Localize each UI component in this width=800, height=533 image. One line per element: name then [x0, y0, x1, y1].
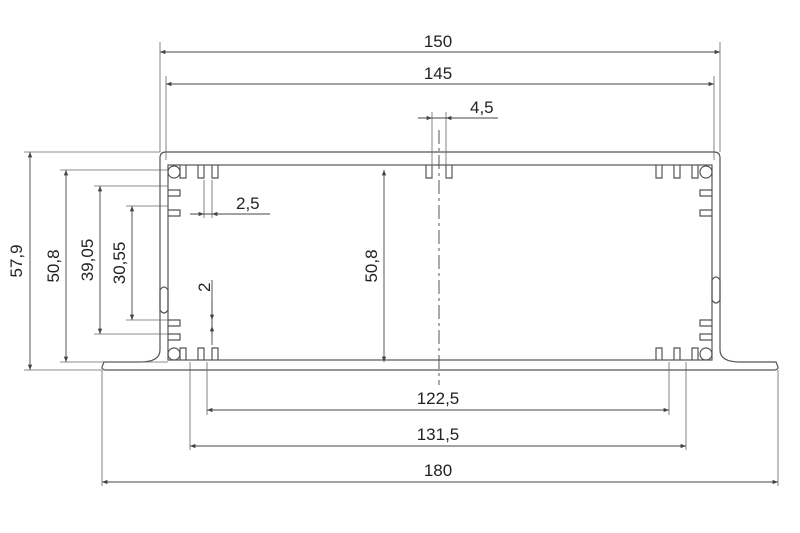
top-slot	[179, 165, 699, 179]
profile-cavity	[167, 164, 713, 361]
label-145: 145	[424, 64, 452, 83]
label-4-5: 4,5	[470, 98, 494, 117]
corner-boss-bl	[167, 347, 181, 361]
label-180: 180	[424, 461, 452, 480]
corner-boss-tr	[699, 165, 713, 179]
label-39-05: 39,05	[78, 239, 97, 282]
dimension-labels: 150 145 4,5 2,5 2 57,9 50,8 39,05 30,55 …	[7, 32, 494, 480]
label-2-5: 2,5	[236, 194, 260, 213]
label-131-5: 131,5	[417, 425, 460, 444]
corner-boss-tl	[167, 165, 181, 179]
extension-lines	[24, 42, 779, 486]
label-30-55: 30,55	[110, 242, 129, 285]
label-57-9: 57,9	[7, 244, 26, 277]
profile-body	[101, 151, 779, 371]
left-rails	[159, 189, 181, 341]
profile-outline	[101, 130, 779, 385]
dimension-lines	[27, 49, 778, 485]
label-50-8-left: 50,8	[44, 249, 63, 282]
corner-boss-br	[699, 347, 713, 361]
right-rails	[699, 189, 721, 341]
label-50-8-center: 50,8	[362, 249, 381, 282]
label-122-5: 122,5	[417, 389, 460, 408]
label-2: 2	[195, 283, 214, 292]
bottom-fins	[179, 347, 699, 360]
label-150: 150	[424, 32, 452, 51]
